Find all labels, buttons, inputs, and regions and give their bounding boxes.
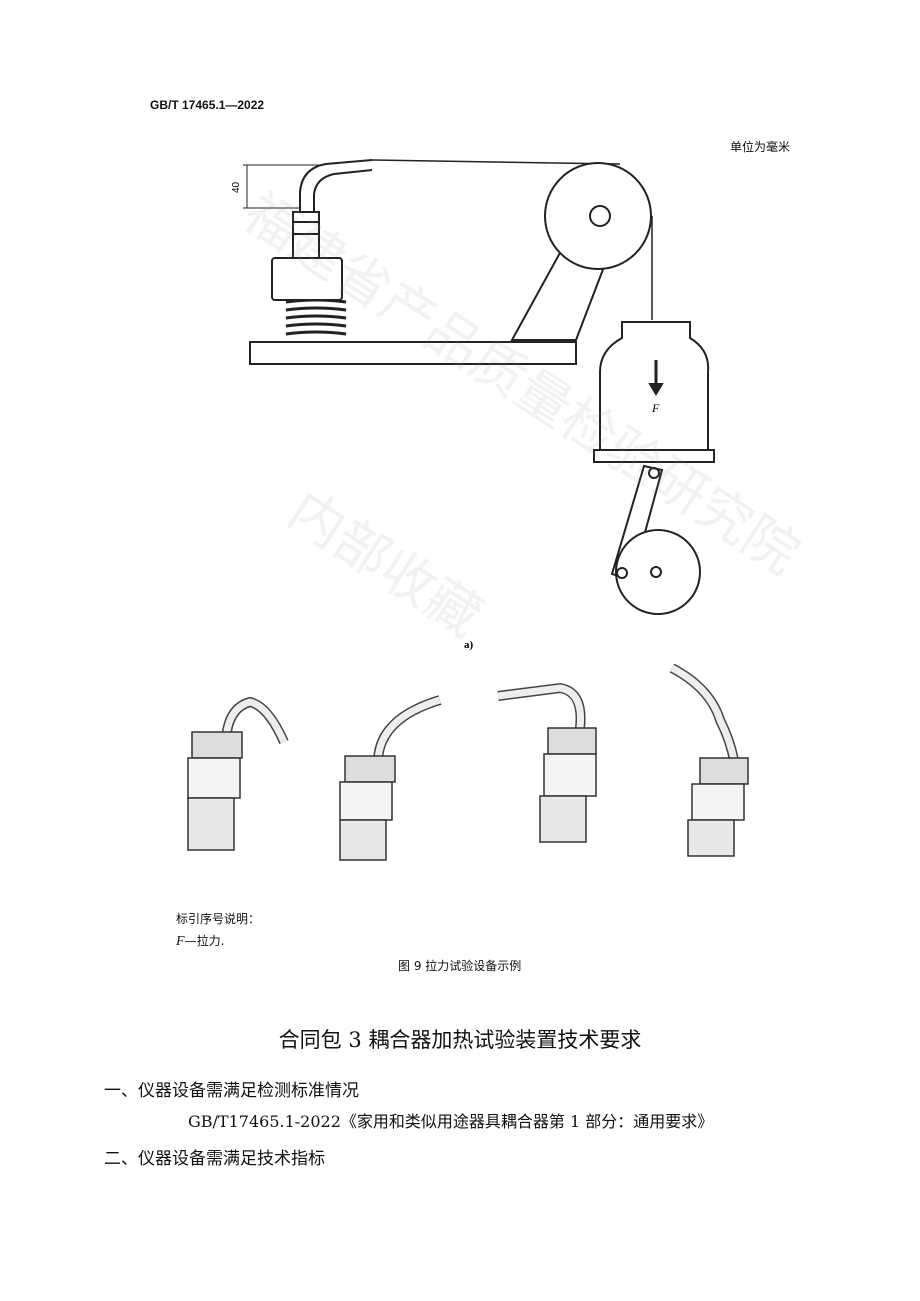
standard-header: GB/T 17465.1—2022 <box>150 98 265 112</box>
key-symbol: F <box>176 934 185 949</box>
connector-d <box>497 682 597 843</box>
key-title: 标引序号说明： <box>176 912 261 926</box>
heading-2: 二、仪器设备需满足技术指标 <box>104 1149 325 1169</box>
lower-wheel <box>615 529 701 615</box>
weight-base <box>593 449 715 463</box>
base-plate <box>249 341 577 365</box>
pull-test-apparatus-figure: 40 F <box>231 159 715 615</box>
pulley-axle <box>589 205 611 227</box>
section-title: 合同包 3 耦合器加热试验装置技术要求 <box>278 1028 642 1052</box>
pulley-wheel <box>544 162 652 270</box>
standard-reference: GB/T17465.1-2022《家用和类似用途器具耦合器第 1 部分：通用要求… <box>188 1112 714 1131</box>
figure-caption: 图 9 拉力试验设备示例 <box>398 959 522 973</box>
unit-note: 单位为毫米 <box>730 140 791 154</box>
connector-b <box>187 696 289 851</box>
key-item: F—拉力. <box>176 932 224 950</box>
cable-bend <box>299 159 373 212</box>
key-text: —拉力. <box>184 934 225 948</box>
heading-1: 一、仪器设备需满足检测标准情况 <box>104 1081 359 1101</box>
dimension-label: 40 <box>231 181 242 193</box>
connector-bend-examples: a) b) c) d) <box>187 639 749 861</box>
connector-e <box>669 663 749 857</box>
sublabel-a: a) <box>464 639 474 651</box>
connector-c <box>339 695 442 861</box>
cable <box>371 159 621 165</box>
force-symbol: F <box>651 401 660 415</box>
